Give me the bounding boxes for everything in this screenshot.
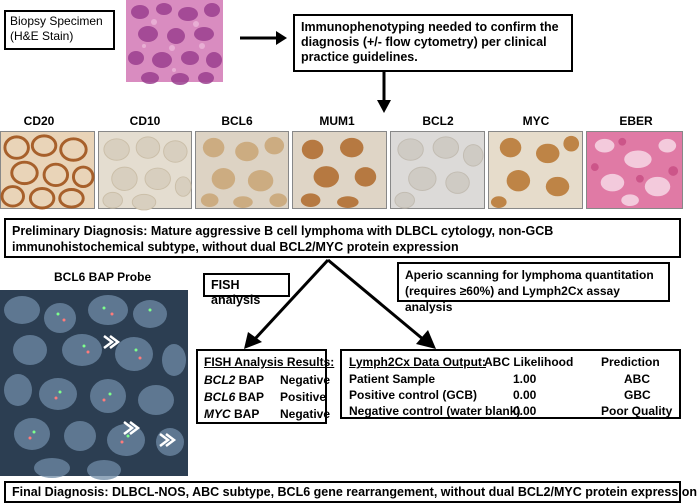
stain-label-myc: MYC (522, 114, 550, 128)
bcl6-stain-image (195, 131, 289, 209)
he-stain-image (126, 0, 223, 85)
arrow-to-stains (377, 72, 391, 113)
fish-results-title: FISH Analysis Results: (204, 355, 335, 369)
eber-stain-image (586, 131, 683, 209)
branch-arrows (244, 258, 436, 349)
stain-label-bcl2: BCL2 (422, 114, 454, 128)
bcl2-stain-image (390, 131, 485, 209)
lymph2cx-row-likelihood: 0.00 (513, 388, 537, 402)
cd10-stain-image (98, 131, 192, 211)
bcl6-probe-title: BCL6 BAP Probe (54, 270, 152, 284)
cd20-stain-image (0, 131, 95, 210)
stain-label-bcl6: BCL6 (221, 114, 253, 128)
lymph2cx-row-prediction: Poor Quality (601, 404, 673, 418)
bcl6-fish-image (0, 290, 188, 480)
lymph2cx-row-sample: Negative control (water blank) (349, 404, 521, 418)
fish-results-box: FISH Analysis Results: BCL2 BAP Negative… (196, 349, 334, 424)
biopsy-label-box: Biopsy Specimen (H&E Stain) (4, 10, 115, 50)
arrow-to-immunophenotyping (240, 31, 287, 45)
lymph2cx-header-likelihood: ABC Likelihood (484, 355, 574, 369)
fish-row-bcl2: BCL2 BAP Negative (204, 373, 331, 387)
stain-label-eber: EBER (619, 114, 653, 128)
lymph2cx-row-likelihood: 1.00 (513, 372, 537, 386)
lymph2cx-row-prediction: GBC (624, 388, 651, 402)
lymph2cx-header-prediction: Prediction (601, 355, 660, 369)
preliminary-diagnosis-box: Preliminary Diagnosis: Mature aggressive… (4, 218, 681, 258)
mum1-stain-image (292, 131, 387, 209)
lymph2cx-row-sample: Positive control (GCB) (349, 388, 478, 402)
immunophenotyping-note-box: Immunophenotyping needed to confirm the … (293, 14, 573, 72)
stain-label-mum1: MUM1 (319, 114, 355, 128)
fish-row-myc: MYC BAP Negative (204, 407, 331, 421)
fish-analysis-box: FISH analysis (203, 273, 290, 307)
myc-stain-image (488, 131, 583, 209)
lymph2cx-row-likelihood: 0.00 (513, 404, 537, 418)
lymph2cx-output-box: Lymph2Cx Data Output: ABC Likelihood Pre… (340, 349, 681, 419)
stain-label-cd20: CD20 (23, 114, 55, 128)
aperio-scanning-box: Aperio scanning for lymphoma quantitatio… (397, 262, 670, 314)
lymph2cx-row-sample: Patient Sample (349, 372, 436, 386)
stain-label-cd10: CD10 (129, 114, 161, 128)
final-diagnosis-box: Final Diagnosis: DLBCL-NOS, ABC subtype,… (4, 481, 697, 503)
fish-row-bcl6: BCL6 BAP Positive (204, 390, 327, 404)
lymph2cx-header-title: Lymph2Cx Data Output: (349, 355, 486, 369)
lymph2cx-row-prediction: ABC (624, 372, 650, 386)
